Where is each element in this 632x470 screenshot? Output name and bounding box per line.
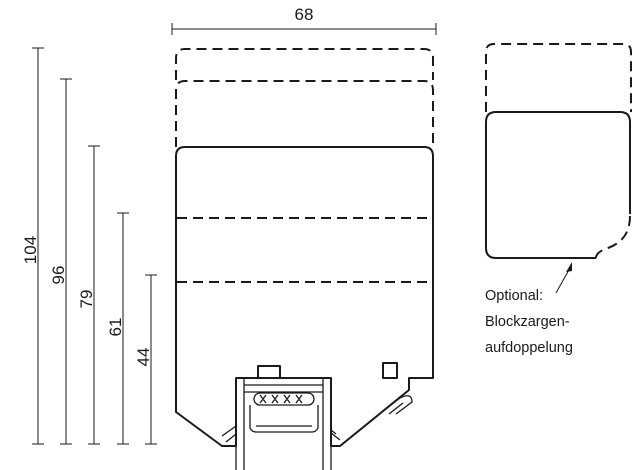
annotation-line-1: Optional: (485, 288, 543, 304)
seal (253, 392, 315, 406)
dashed-outline-96 (175, 80, 434, 147)
height-dimension-79: 79 (77, 145, 100, 445)
annotation-leader (555, 267, 571, 294)
side-detail-solid-body (485, 111, 631, 259)
height-dimension-44: 44 (134, 274, 157, 445)
side-detail-dashed-corner (595, 215, 631, 259)
height-label-96: 96 (49, 266, 68, 285)
height-dimension-61: 61 (106, 212, 129, 445)
annotation-line-3: aufdoppelung (485, 340, 573, 356)
width-dimension: 68 (171, 5, 437, 35)
annotation-line-2: Blockzargen- (485, 314, 570, 330)
side-detail-dashed-top (485, 43, 632, 112)
height-label-44: 44 (134, 348, 153, 367)
height-label-79: 79 (77, 290, 96, 309)
side-detail (485, 43, 632, 259)
height-label-104: 104 (21, 236, 40, 264)
solid-outline-79 (175, 146, 434, 447)
height-dimensions: 104 96 79 61 44 (21, 47, 157, 445)
height-dimension-96: 96 (49, 78, 72, 445)
optional-annotation: Optional: Blockzargen- aufdoppelung (485, 262, 573, 356)
height-dimension-104: 104 (21, 47, 44, 445)
height-label-61: 61 (106, 318, 125, 337)
dashed-outline-104 (175, 48, 434, 80)
frame-profile (175, 48, 434, 447)
width-dimension-label: 68 (295, 5, 314, 24)
left-lug (257, 365, 281, 379)
right-lug (382, 362, 398, 379)
door-leaf-section (221, 378, 413, 470)
